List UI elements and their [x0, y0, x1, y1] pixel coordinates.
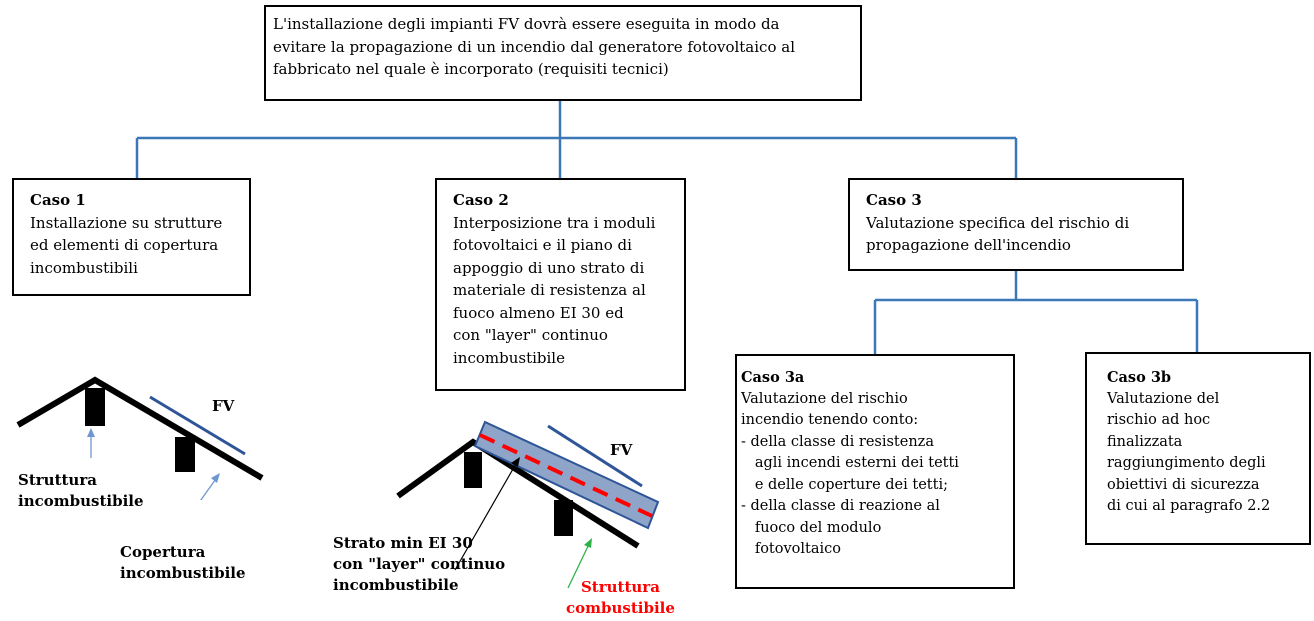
caso1-line-3: incombustibili [30, 258, 138, 277]
caso3-box: Caso 3 Valutazione specifica del rischio… [848, 178, 1184, 271]
caso3b-line-2: rischio ad hoc [1107, 412, 1211, 428]
caso2-line-5: fuoco almeno EI 30 ed [453, 303, 624, 322]
fv-label-2: FV [610, 441, 633, 459]
copertura-arrow-1 [200, 475, 219, 500]
fv-panel-1 [149, 395, 246, 456]
caso3b-line-5: obiettivi di sicurezza [1107, 476, 1260, 493]
caso3-title: Caso 3 [866, 191, 922, 209]
copertura-label-1-line1: Copertura [120, 543, 206, 561]
caso1-title: Caso 1 [30, 191, 86, 209]
caso1-box: Caso 1 Installazione su strutture ed ele… [12, 178, 251, 296]
struttura-label-2-line2: combustibile [566, 599, 675, 617]
caso3a-line-8: fotovoltaico [741, 541, 841, 557]
fv-panel-2 [547, 424, 643, 488]
copertura-label-1: Copertura incombustibile [120, 542, 246, 584]
caso3b-line-6: di cui al paragrafo 2.2 [1107, 498, 1271, 514]
struttura-label-1: Struttura incombustibile [18, 470, 144, 512]
caso3a-title: Caso 3a [741, 369, 805, 386]
roof-diagram-1 [16, 376, 264, 500]
struttura-arrow-2 [567, 541, 591, 589]
caso3-line-2: propagazione dell'incendio [866, 236, 1071, 254]
struttura-label-1-line1: Struttura [18, 471, 97, 489]
top-line-2: evitare la propagazione di un incendio d… [273, 37, 795, 56]
top-line-3: fabbricato nel quale è incorporato (requ… [273, 60, 669, 78]
caso3a-line-2: incendio tenendo conto: [741, 412, 919, 428]
copertura-arrowhead-1 [211, 473, 220, 483]
structure-block-1a [85, 388, 105, 426]
caso2-line-3: appoggio di uno strato di [453, 258, 645, 277]
struttura-arrowhead-1 [87, 428, 95, 437]
caso2-line-1: Interposizione tra i moduli [453, 213, 656, 232]
ei30-red-dash [479, 433, 653, 518]
caso3b-title: Caso 3b [1107, 369, 1172, 386]
struttura-arrowhead-2 [584, 538, 592, 548]
caso3-line-1: Valutazione specifica del rischio di [866, 213, 1130, 232]
caso2-title: Caso 2 [453, 191, 509, 209]
struttura-label-1-line2: incombustibile [18, 492, 144, 510]
strato-label-2-line1: Strato min EI 30 [333, 534, 473, 552]
structure-block-1b [175, 437, 195, 472]
fv-label-1: FV [212, 397, 235, 415]
caso3a-line-4: agli incendi esterni dei tetti [741, 455, 959, 471]
caso2-line-2: fotovoltaici e il piano di [453, 236, 632, 254]
caso3b-line-1: Valutazione del [1107, 390, 1220, 407]
copertura-label-1-line2: incombustibile [120, 564, 246, 582]
caso2-line-6: con "layer" continuo [453, 326, 608, 344]
strato-label-2-line2: con "layer" continuo [333, 555, 506, 573]
strato-arrowhead-2 [511, 457, 520, 467]
roof-diagram-2 [396, 420, 660, 589]
caso3b-line-3: finalizzata [1107, 433, 1183, 450]
struttura-label-2: Struttura combustibile [566, 577, 675, 619]
strato-label-2-line3: incombustibile [333, 576, 459, 594]
top-requirement-box: L'installazione degli impianti FV dovrà … [264, 5, 862, 101]
caso2-line-4: materiale di resistenza al [453, 281, 646, 299]
roof-profile-2 [396, 438, 640, 549]
caso2-line-7: incombustibile [453, 348, 565, 367]
structure-block-2b [554, 500, 573, 536]
caso3a-line-7: fuoco del modulo [741, 519, 882, 536]
caso3b-line-4: raggiungimento degli [1107, 455, 1266, 471]
struttura-label-2-line1: Struttura [580, 578, 660, 596]
top-line-1: L'installazione degli impianti FV dovrà … [273, 15, 780, 33]
structure-block-2a [464, 452, 482, 488]
roof-profile-1 [16, 376, 264, 481]
caso1-line-1: Installazione su strutture [30, 213, 223, 232]
caso1-line-2: ed elementi di copertura [30, 236, 219, 254]
caso3a-line-5: e delle coperture dei tetti; [741, 476, 948, 493]
caso3a-box: Caso 3a Valutazione del rischio incendio… [735, 354, 1015, 589]
caso3a-line-6: - della classe di reazione al [741, 498, 940, 514]
strato-label-2: Strato min EI 30 con "layer" continuo in… [333, 533, 505, 596]
caso2-box: Caso 2 Interposizione tra i moduli fotov… [435, 178, 686, 391]
strato-arrow-2 [454, 461, 518, 571]
ei30-layer [473, 420, 660, 530]
caso3a-line-3: - della classe di resistenza [741, 433, 934, 450]
caso3a-line-1: Valutazione del rischio [741, 390, 908, 407]
caso3b-box: Caso 3b Valutazione del rischio ad hoc f… [1085, 352, 1311, 545]
